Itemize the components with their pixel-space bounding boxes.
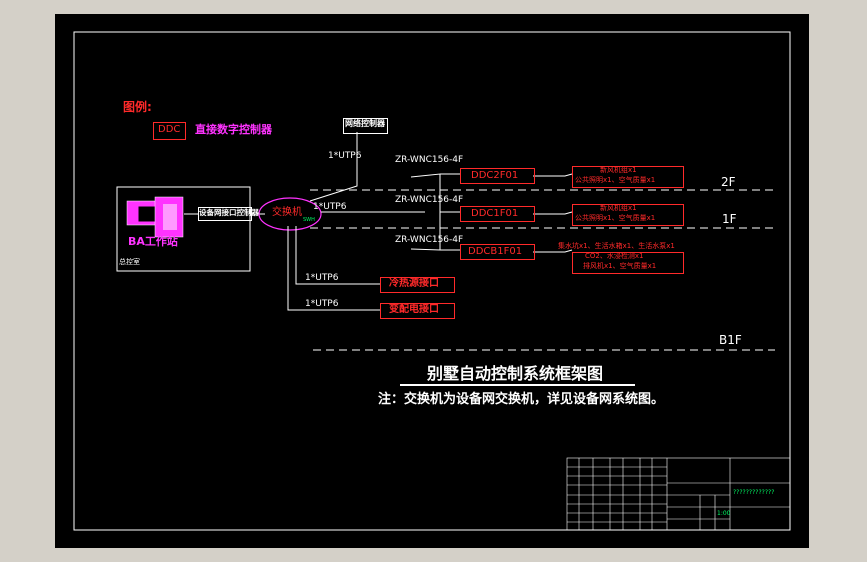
bus-label-1f: ZR-WNC156-4F (395, 195, 464, 205)
network-controller-label: 网络控制器 (345, 119, 385, 128)
switch-sub: SWH (303, 217, 315, 223)
points-2f-box (572, 166, 684, 188)
legend-title: 图例: (123, 100, 152, 114)
points-2f-line2: 公共照明x1、空气质量x1 (575, 176, 656, 184)
switch-ellipse (258, 197, 322, 231)
title-block-project: ????????????? (733, 489, 775, 496)
ddc-b1f-label: DDCB1F01 (468, 246, 523, 257)
ddc-2f-label: DDC2F01 (471, 170, 519, 181)
ddc-1f-box (460, 206, 535, 222)
inner-frame (73, 31, 791, 531)
floor-label-1f: 1F (722, 212, 737, 226)
points-b1f-line3: 排风机x1、空气质量x1 (583, 262, 657, 270)
title-block-scale: 1:00 (717, 510, 731, 517)
points-1f-box (572, 204, 684, 226)
diagram-note: 注：交换机为设备网交换机，详见设备网系统图。 (378, 392, 665, 407)
points-b1f-line2: CO2、水浸检测x1 (585, 252, 644, 260)
chiller-interface-label: 冷热源接口 (389, 278, 439, 289)
workstation-sub: 总控室 (119, 258, 140, 266)
points-b1f-line1: 集水坑x1、生活水箱x1、生活水泵x1 (558, 242, 675, 250)
utp-label-switch: 1*UTP6 (313, 202, 347, 212)
power-interface-label: 变配电接口 (389, 304, 439, 315)
points-2f-line1: 新风机组x1 (600, 166, 637, 174)
legend-ddc-desc: 直接数字控制器 (195, 123, 272, 136)
utp-label-top: 1*UTP6 (328, 151, 362, 161)
diagram-canvas (73, 31, 791, 531)
ddc-b1f-box (460, 244, 535, 260)
floor-label-b1f: B1F (719, 333, 742, 347)
ddc-2f-box (460, 168, 535, 184)
power-interface-box (380, 303, 455, 319)
chiller-interface-box (380, 277, 455, 293)
workstation-label: BA工作站 (128, 235, 178, 248)
points-1f-line2: 公共照明x1、空气质量x1 (575, 214, 656, 222)
interface-controller-label: 设备网接口控制器 (199, 208, 259, 217)
title-block-grid (566, 457, 791, 531)
utp-label-chiller: 1*UTP6 (305, 273, 339, 283)
points-b1f-box (572, 252, 684, 274)
bus-label-2f: ZR-WNC156-4F (395, 155, 464, 165)
utp-label-power: 1*UTP6 (305, 299, 339, 309)
floor-label-2f: 2F (721, 175, 736, 189)
computer-icon (126, 196, 184, 238)
points-1f-line1: 新风机组x1 (600, 204, 637, 212)
legend-ddc-box (153, 122, 186, 140)
legend-ddc-abbr: DDC (158, 124, 181, 135)
network-controller-box (343, 118, 388, 134)
ddc-1f-label: DDC1F01 (471, 208, 519, 219)
workstation-box (116, 186, 251, 272)
diagram-title: 别墅自动控制系统框架图 (427, 364, 604, 383)
drawing-sheet: 图例: DDC 直接数字控制器 网络控制器 BA工作站 总控室 设备网接口控制器… (55, 14, 809, 548)
bus-label-b1f: ZR-WNC156-4F (395, 235, 464, 245)
interface-controller-box (198, 207, 252, 221)
switch-label: 交换机 (272, 207, 302, 218)
